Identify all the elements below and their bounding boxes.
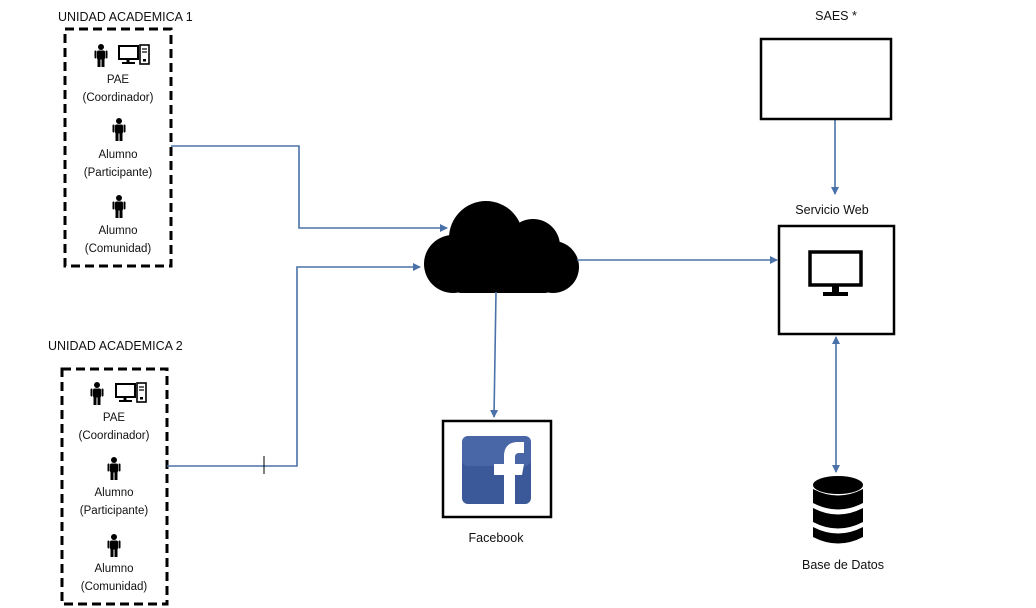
- connector-unit2-cloud: [167, 263, 421, 467]
- person-icon: [90, 382, 104, 405]
- pae-role: (Coordinador): [78, 429, 150, 442]
- unit1-pae-label: PAE (Coordinador): [68, 72, 168, 107]
- person-icon: [112, 195, 126, 218]
- person-icon: [107, 457, 121, 480]
- unit1-title: UNIDAD ACADEMICA 1: [58, 10, 193, 24]
- saes-label: SAES *: [815, 9, 857, 23]
- database-icon: [813, 476, 863, 544]
- alumno-label: Alumno: [94, 563, 134, 575]
- alumno-role: (Comunidad): [80, 580, 148, 593]
- alumno-label: Alumno: [94, 487, 134, 499]
- computer-icon: [118, 44, 150, 65]
- unit1-alumno-participante: Alumno (Participante): [68, 147, 168, 182]
- person-icon: [94, 44, 108, 67]
- connector-cloud-facebook: [490, 291, 499, 418]
- saes-box: [759, 37, 893, 121]
- alumno-label: Alumno: [98, 149, 138, 161]
- unit1-alumno-comunidad: Alumno (Comunidad): [68, 223, 168, 258]
- facebook-label: Facebook: [468, 531, 524, 545]
- person-icon: [112, 118, 126, 141]
- web-service-label: Servicio Web: [795, 203, 869, 217]
- alumno-role: (Participante): [79, 504, 149, 517]
- database-label: Base de Datos: [802, 558, 884, 572]
- unit1-box: [63, 27, 173, 268]
- cloud-icon: [424, 201, 579, 293]
- pae-label: PAE: [106, 74, 130, 86]
- pae-label: PAE: [102, 412, 126, 424]
- monitor-icon: [808, 250, 863, 296]
- unit2-box: [60, 367, 169, 606]
- pae-role: (Coordinador): [82, 91, 154, 104]
- alumno-role: (Comunidad): [84, 242, 152, 255]
- facebook-icon: [462, 436, 531, 504]
- unit2-pae-label: PAE (Coordinador): [64, 410, 164, 445]
- unit2-alumno-comunidad: Alumno (Comunidad): [64, 561, 164, 596]
- alumno-role: (Participante): [83, 166, 153, 179]
- person-icon: [107, 534, 121, 557]
- computer-icon: [115, 382, 147, 403]
- alumno-label: Alumno: [98, 225, 138, 237]
- unit2-title: UNIDAD ACADEMICA 2: [48, 339, 183, 353]
- web-service-box: [777, 224, 896, 336]
- unit2-alumno-participante: Alumno (Participante): [64, 485, 164, 520]
- connector-unit1-cloud: [171, 145, 448, 232]
